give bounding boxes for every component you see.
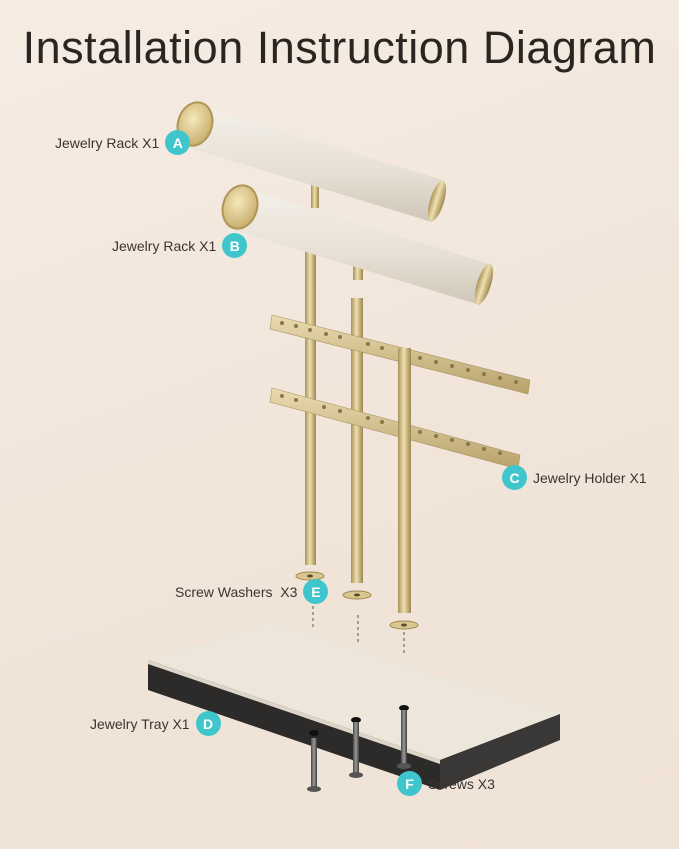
part-name: Screws X3 <box>428 775 495 792</box>
badge-b: B <box>222 233 248 258</box>
screw-washers <box>295 571 419 630</box>
badge-a: A <box>165 130 191 155</box>
part-name: Screw Washers X3 <box>175 583 298 600</box>
rod-right <box>398 348 411 613</box>
badge-d: D <box>195 711 221 736</box>
badge-e: E <box>303 579 329 604</box>
page-title: Installation Instruction Diagram <box>22 22 657 73</box>
badge-c: C <box>502 465 527 490</box>
part-label-b: Jewelry Rack X1 B <box>112 233 248 258</box>
part-name: Jewelry Rack X1 <box>112 237 217 254</box>
part-name: Jewelry Holder X1 <box>533 469 647 486</box>
jewelry-tray <box>148 622 560 790</box>
rack-a <box>176 101 447 222</box>
part-name: Jewelry Tray X1 <box>90 715 190 732</box>
part-label-f: F Screws X3 <box>397 771 495 796</box>
rack-b <box>221 184 494 305</box>
part-label-a: Jewelry Rack X1 A <box>55 130 191 155</box>
part-label-c: C Jewelry Holder X1 <box>502 465 647 490</box>
part-name: Jewelry Rack X1 <box>55 134 160 151</box>
rod-middle <box>351 298 363 583</box>
part-label-d: Jewelry Tray X1 D <box>90 711 221 736</box>
badge-f: F <box>397 771 422 796</box>
alignment-lines <box>312 600 405 656</box>
part-label-e: Screw Washers X3 E <box>175 579 329 604</box>
screws <box>307 710 411 792</box>
